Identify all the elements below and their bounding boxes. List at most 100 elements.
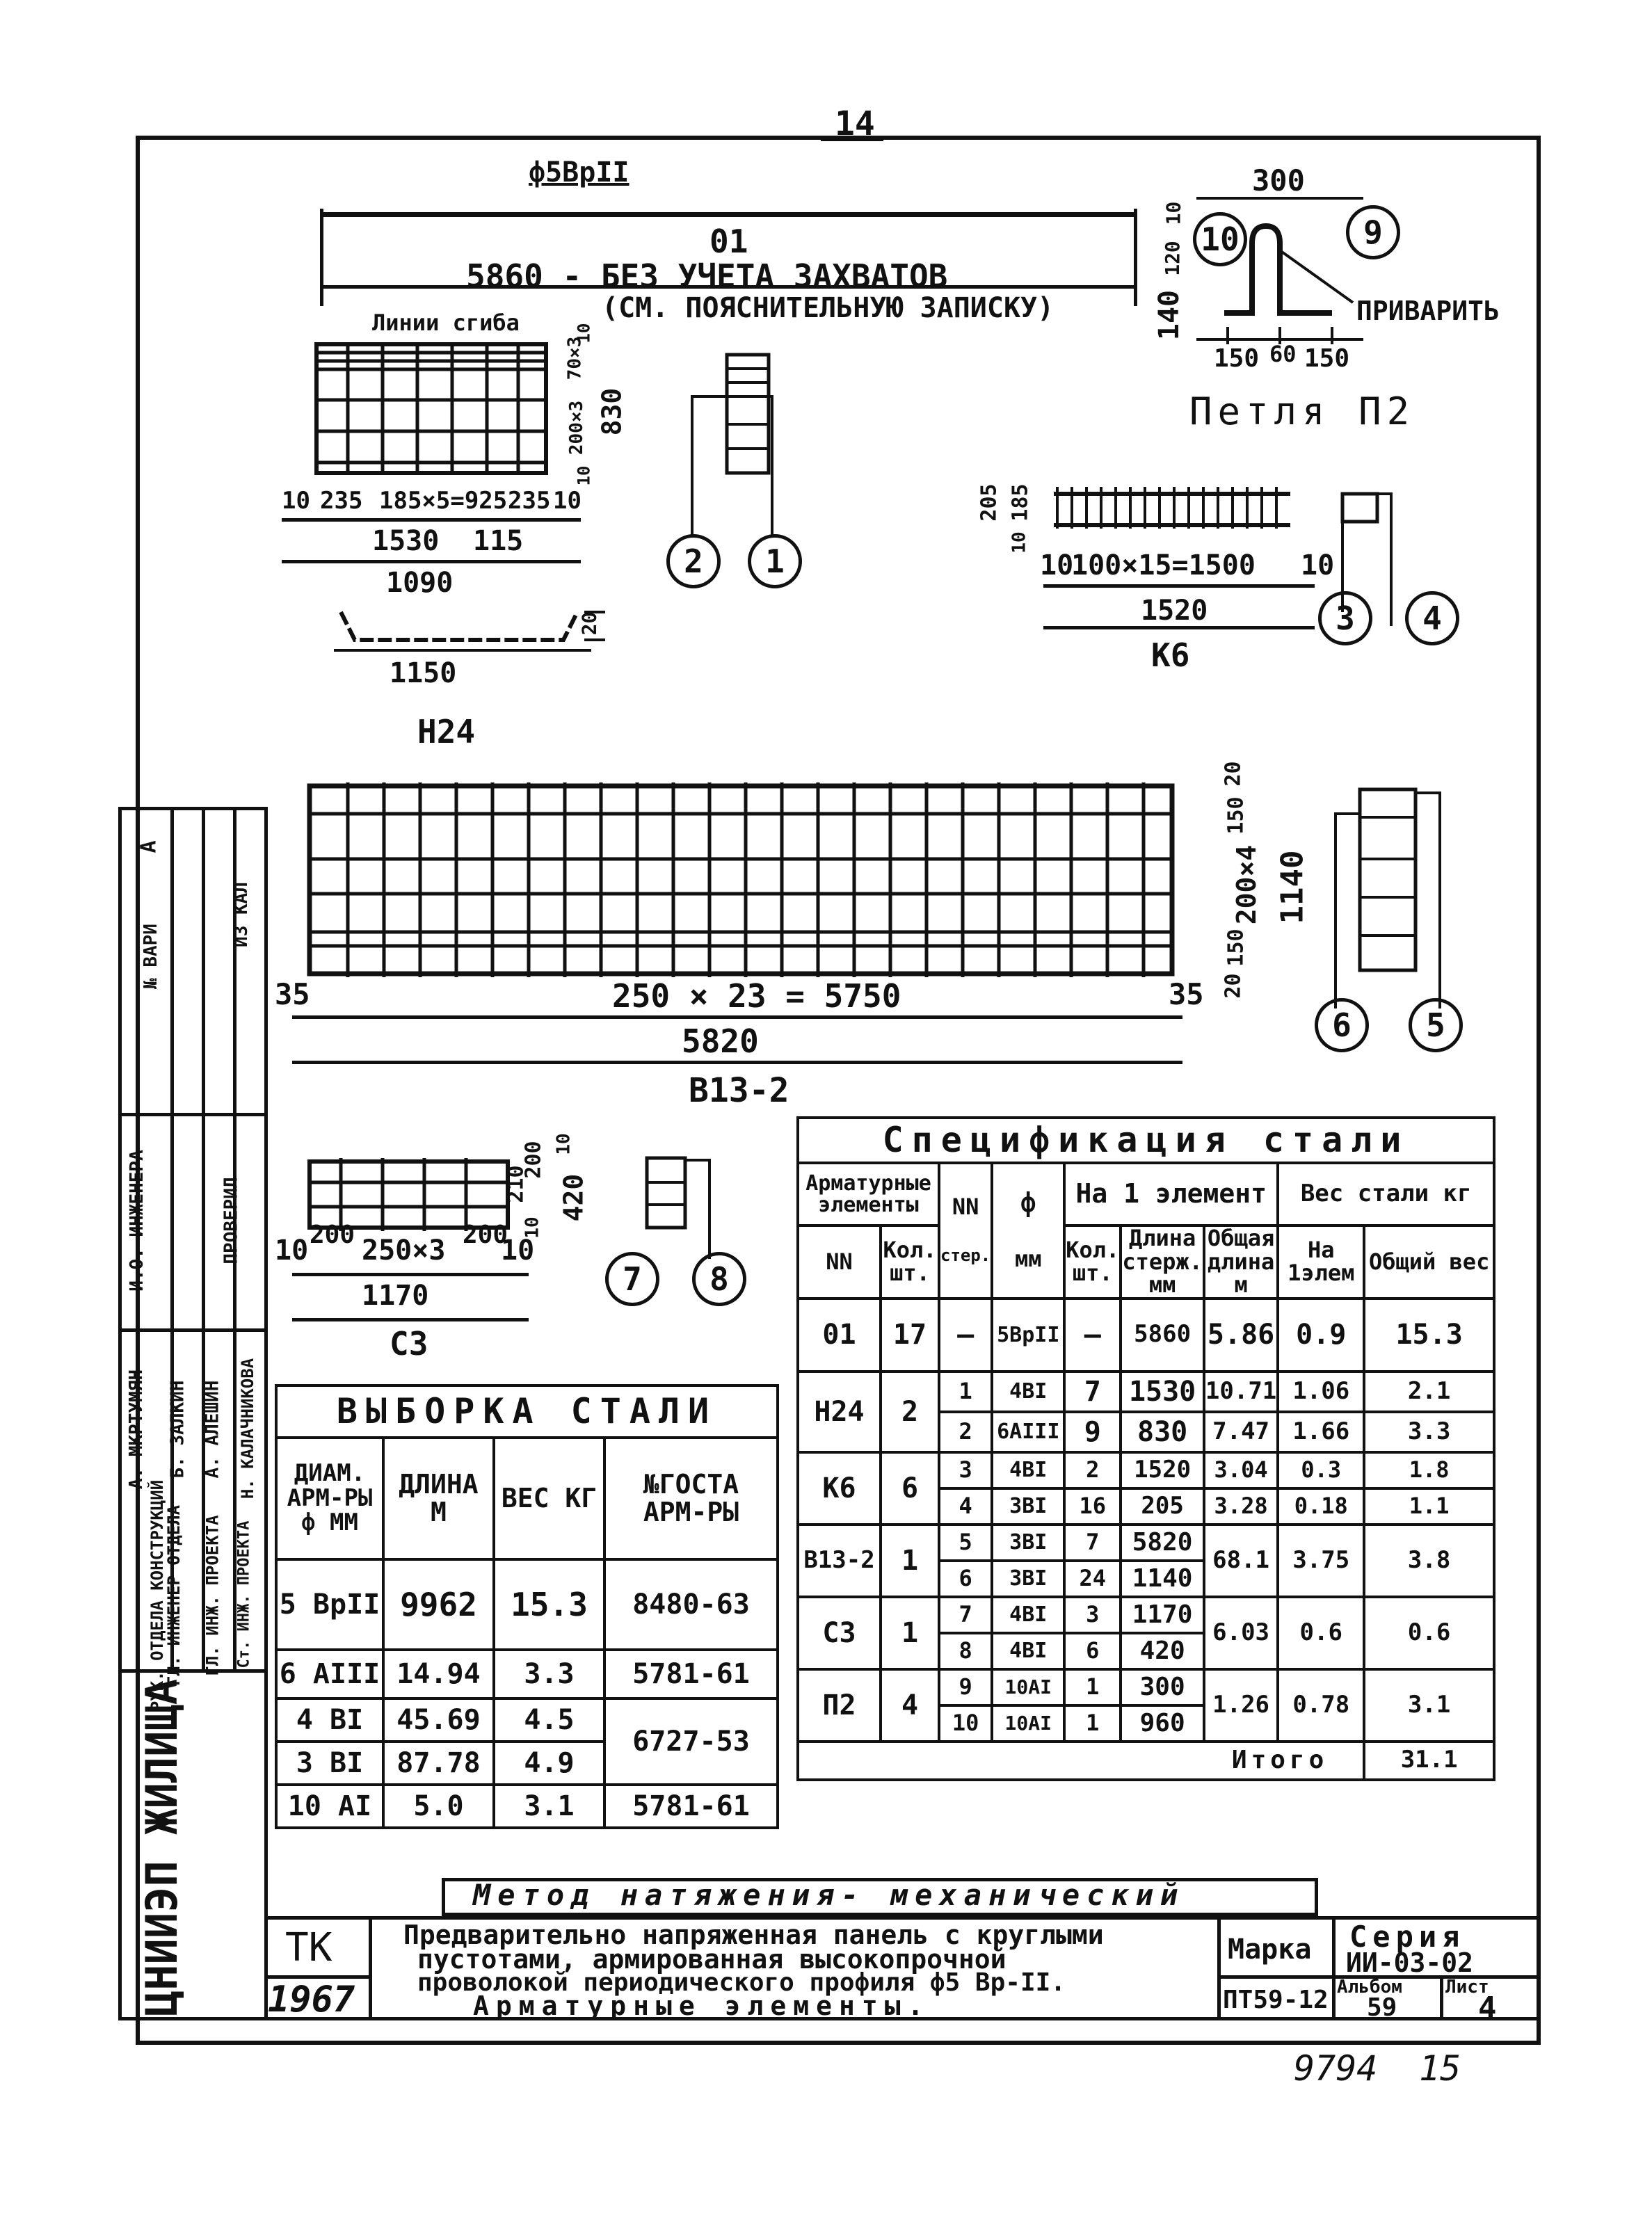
spec-title: Спецификация стали xyxy=(796,1116,1495,1164)
spec-cell: 4ВI xyxy=(991,1595,1066,1634)
spec-cell: 68.1 xyxy=(1202,1522,1280,1598)
position-marker: 9 xyxy=(1346,205,1400,259)
k6-side-dim: 205 xyxy=(977,483,1002,522)
method-text: Метод натяжения- механический xyxy=(473,1878,1185,1912)
spec-cell: 10АI xyxy=(991,1667,1066,1707)
selection-cell: 6727-53 xyxy=(603,1697,779,1786)
c3-dim-line xyxy=(292,1273,529,1276)
spec-cell: 4ВI xyxy=(991,1450,1066,1490)
c3-dim: 200 xyxy=(463,1221,508,1249)
bar01-dim-ext xyxy=(1134,209,1137,306)
position-marker: 3 xyxy=(1318,591,1372,645)
c3-dim: 200 xyxy=(310,1221,355,1249)
spec-cell: 1 xyxy=(879,1595,940,1671)
spec-cell: 6 xyxy=(937,1559,994,1598)
v13-grid xyxy=(307,782,1175,977)
title-block-divider xyxy=(369,1916,372,2020)
h24-dim: 10 xyxy=(553,487,582,515)
h24-side-dim: 830 xyxy=(596,387,627,436)
h24-bend-lines: Линии сгиба xyxy=(372,310,520,336)
spec-cell: 0.18 xyxy=(1276,1486,1366,1526)
spec-cell: 10.71 xyxy=(1202,1369,1280,1413)
stamp-divider xyxy=(202,807,205,1669)
spec-cell: Н24 xyxy=(796,1369,882,1454)
spec-cell: 4 xyxy=(879,1667,940,1743)
tb-description-3: проволокой периодического профиля ф5 Вр-… xyxy=(417,1968,1066,1997)
h24-dim-115: 115 xyxy=(473,525,524,557)
selection-header: ДИАМ. АРМ-РЫ ф ММ xyxy=(275,1436,385,1561)
title-block-divider xyxy=(1217,1916,1221,2020)
spec-cell: 1.26 xyxy=(1202,1667,1280,1743)
footer-hand-number: 9794 xyxy=(1294,2048,1378,2089)
h24-dim-line xyxy=(282,518,581,522)
spec-cell: 4ВI xyxy=(991,1631,1066,1671)
spec-cell: 7 xyxy=(1063,1522,1123,1562)
spec-cell: 960 xyxy=(1119,1703,1205,1743)
bar01-mark: 01 xyxy=(709,223,748,260)
h24-dim-1150: 1150 xyxy=(390,657,457,689)
stamp-col-c: ИЗ КАЛ xyxy=(230,882,252,947)
c3-dim: 10 xyxy=(275,1235,309,1267)
stamp-divider xyxy=(170,807,174,1669)
spec-cell: 7 xyxy=(937,1595,994,1634)
tb-sheet-label: Лист xyxy=(1445,1977,1489,1998)
spec-h-nn-label: NN xyxy=(952,1194,979,1220)
tb-series-label: Серия xyxy=(1349,1920,1466,1954)
bar01-note: (СМ. ПОЯСНИТЕЛЬНУЮ ЗАПИСКУ) xyxy=(602,292,1054,324)
tb-mark-value: ПТ59-12 xyxy=(1223,1986,1329,2014)
selection-cell: 9962 xyxy=(382,1558,495,1651)
selection-table: ВЫБОРКА СТАЛИ ДИАМ. АРМ-РЫ ф ММ ДЛИНА М … xyxy=(275,1384,779,1829)
k6-drawing xyxy=(1054,487,1290,529)
spec-cell: 0.78 xyxy=(1276,1667,1366,1743)
spec-cell: 5ВрII xyxy=(991,1296,1066,1373)
c3-title: С3 xyxy=(390,1325,428,1363)
stamp-name-3: А. АЛЕШИН xyxy=(202,1380,223,1479)
spec-cell: 7.47 xyxy=(1202,1410,1280,1454)
loop-p2-weld: ПРИВАРИТЬ xyxy=(1356,296,1500,326)
title-block-divider xyxy=(264,1975,369,1979)
h24-dim-1090: 1090 xyxy=(386,567,454,599)
spec-cell: 3.28 xyxy=(1202,1486,1280,1526)
h24-leaders xyxy=(691,395,773,536)
spec-cell: С3 xyxy=(796,1595,882,1671)
v13-side-dim: 20 xyxy=(1221,761,1246,787)
stamp-header-check: ПРОВЕРИЛ xyxy=(220,1177,242,1264)
k6-dim-line xyxy=(1043,584,1315,588)
spec-cell: 830 xyxy=(1119,1410,1205,1454)
spec-h-weight: Вес стали кг xyxy=(1276,1162,1495,1227)
k6-side-dim: 10 xyxy=(1009,531,1030,554)
selection-header: №ГОСТА АРМ-РЫ xyxy=(603,1436,779,1561)
v13-side-dim: 20 xyxy=(1221,973,1246,999)
spec-cell: 10АI xyxy=(991,1703,1066,1743)
footer-hand-page: 15 xyxy=(1419,2048,1461,2089)
spec-cell: 3ВI xyxy=(991,1522,1066,1562)
stamp-role-4: Ст. ИНЖ. ПРОЕКТА xyxy=(235,1520,253,1669)
spec-cell: 0.9 xyxy=(1276,1296,1366,1373)
position-marker: 6 xyxy=(1315,998,1369,1052)
position-marker: 7 xyxy=(605,1252,659,1306)
bar01-length: 5860 - БЕЗ УЧЕТА ЗАХВАТОВ xyxy=(466,257,948,295)
spec-cell: 01 xyxy=(796,1296,882,1373)
stamp-col-a: А xyxy=(136,840,161,853)
v13-dim-main: 250 × 23 = 5750 xyxy=(612,977,901,1015)
spec-cell: 1.06 xyxy=(1276,1369,1366,1413)
title-block xyxy=(264,1916,1541,2020)
selection-cell: 4.5 xyxy=(492,1697,606,1743)
spec-cell: 4ВI xyxy=(991,1369,1066,1413)
k6-dim: 10 xyxy=(1040,549,1074,581)
h24-dim-1530: 1530 xyxy=(372,525,440,557)
spec-cell: 3 xyxy=(937,1450,994,1490)
position-marker: 2 xyxy=(666,534,721,588)
loop-p2-drawing xyxy=(1196,197,1363,344)
spec-cell: 1 xyxy=(937,1369,994,1413)
spec-cell: 3.3 xyxy=(1363,1410,1495,1454)
k6-dim: 10 xyxy=(1301,549,1335,581)
spec-cell: 5820 xyxy=(1119,1522,1205,1562)
spec-cell: 1170 xyxy=(1119,1595,1205,1634)
spec-cell: 5 xyxy=(937,1522,994,1562)
v13-side-dim: 200×4 xyxy=(1231,844,1262,925)
c3-grid xyxy=(307,1158,510,1231)
spec-cell: К6 xyxy=(796,1450,882,1526)
bar01-dim-ext xyxy=(320,209,323,306)
c3-dim-line xyxy=(292,1318,529,1321)
